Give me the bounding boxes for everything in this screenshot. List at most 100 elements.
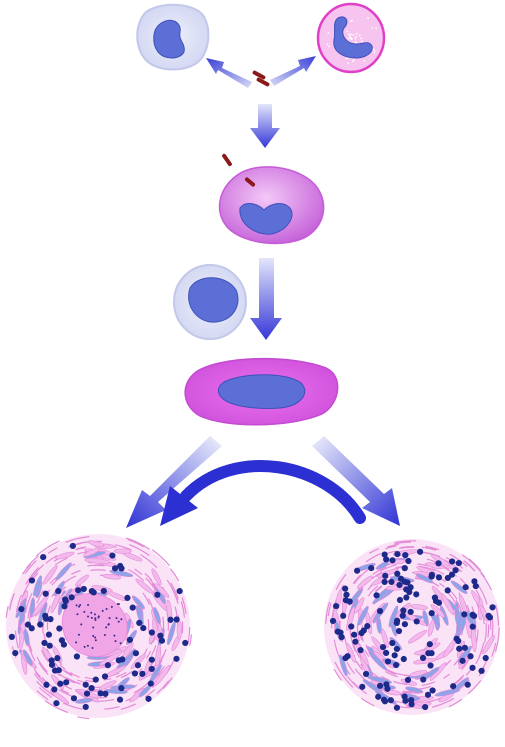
lymphocyte-dot [62,596,69,603]
debris-dot [115,617,118,620]
lymphocyte-dot [393,645,401,653]
debris-dot [120,618,123,621]
lymphocyte-dot [157,632,164,639]
granule [350,37,353,40]
fiber [461,652,473,671]
lymphocyte-dot [119,656,126,663]
granule [352,33,355,36]
lymphocyte-dot [359,683,366,690]
spindle-cell [151,568,162,586]
lymphocyte-cell-2 [173,264,247,340]
lymphocyte-dot [406,588,413,596]
lymphocyte-dot [111,565,119,572]
lymphocyte-dot [126,636,134,643]
fiber [494,627,500,652]
spindle-cell [99,651,123,666]
lymphocyte-dot [393,661,400,669]
lymphocyte-dot [401,621,409,628]
fiber [374,585,383,592]
spindle-cell [83,548,100,557]
lymphocyte-dot [45,631,53,638]
bacillus-rod-2 [244,177,256,187]
fiber [21,563,32,575]
fiber [491,642,497,657]
lymphocyte-dot [132,650,140,657]
fiber [353,569,369,585]
lymphocyte-dot [357,647,364,654]
lymphocyte-dot [469,611,476,618]
lymphocyte-dot [54,655,61,662]
lymphocyte-dot [453,635,460,642]
arrow-to-granuloma-right [312,436,400,526]
granule [355,32,358,35]
arrow-down-to-epithelioid [250,258,282,340]
lymphocyte-dot [405,557,412,565]
debris-dot [79,603,82,606]
lymphocyte-dot [471,578,478,585]
fiber [374,586,383,593]
spindle-cell [42,565,58,585]
fiber [123,670,133,678]
fiber [487,624,490,638]
spindle-cell [154,583,170,598]
granule [358,34,361,37]
granule [328,45,331,48]
debris-dot [77,633,80,636]
fiber [14,630,19,649]
lymphocyte-dot [182,639,189,647]
fiber [398,546,415,549]
lymphocyte-dot [459,657,466,664]
fiber [384,670,398,678]
spindle-cell [153,607,161,625]
fiber [63,702,83,710]
debris-dot [110,605,113,608]
granule [367,17,369,19]
debris-dot [83,610,86,613]
fiber [327,602,332,617]
lymphocyte-dot [344,653,351,660]
fiber [45,554,58,564]
lymphocyte-dot [173,655,180,662]
lymphocyte-dot [69,542,76,550]
lymphocyte-dot [383,556,390,563]
debris-dot [86,644,89,647]
spindle-cell [153,665,171,687]
fiber [33,668,41,678]
granulocyte-nucleus [333,16,373,59]
lymphocyte-dot [394,550,401,558]
lymphocyte-dot [402,552,409,559]
lymphocyte-dot [389,557,396,564]
spindle-cell [405,686,423,693]
debris-dot [93,613,96,616]
lymphocyte-dot [129,604,136,611]
granule [348,33,350,36]
fiber [443,673,450,679]
lymphocyte-dot [396,596,404,604]
lymphocyte-dot [8,633,15,640]
lymphocyte-dot [28,625,35,632]
lymphocyte-dot [400,607,407,614]
spindle-cell [425,562,445,570]
lymphocyte-dot [456,645,463,652]
fiber [181,597,187,614]
fiber [421,546,437,551]
debris-dot [117,603,120,606]
lymphocyte-dot [346,598,353,605]
lymphocyte-dot [343,591,350,598]
debris-dot [76,613,79,616]
fiber [25,566,40,585]
lymphocyte-dot [375,693,382,700]
epithelioid-cell [184,357,339,426]
fiber [394,541,412,545]
lymphocyte-dot [431,594,438,601]
debris-dot [105,626,108,629]
fiber [125,537,151,550]
debris-dot [114,640,117,643]
fiber [333,668,342,681]
fiber [62,669,73,677]
granule [327,31,330,34]
lymphocyte-dot [73,653,81,660]
lymphocyte-dot [393,619,400,626]
lymphocyte-dot [461,611,468,618]
spindle-cell [380,628,389,648]
